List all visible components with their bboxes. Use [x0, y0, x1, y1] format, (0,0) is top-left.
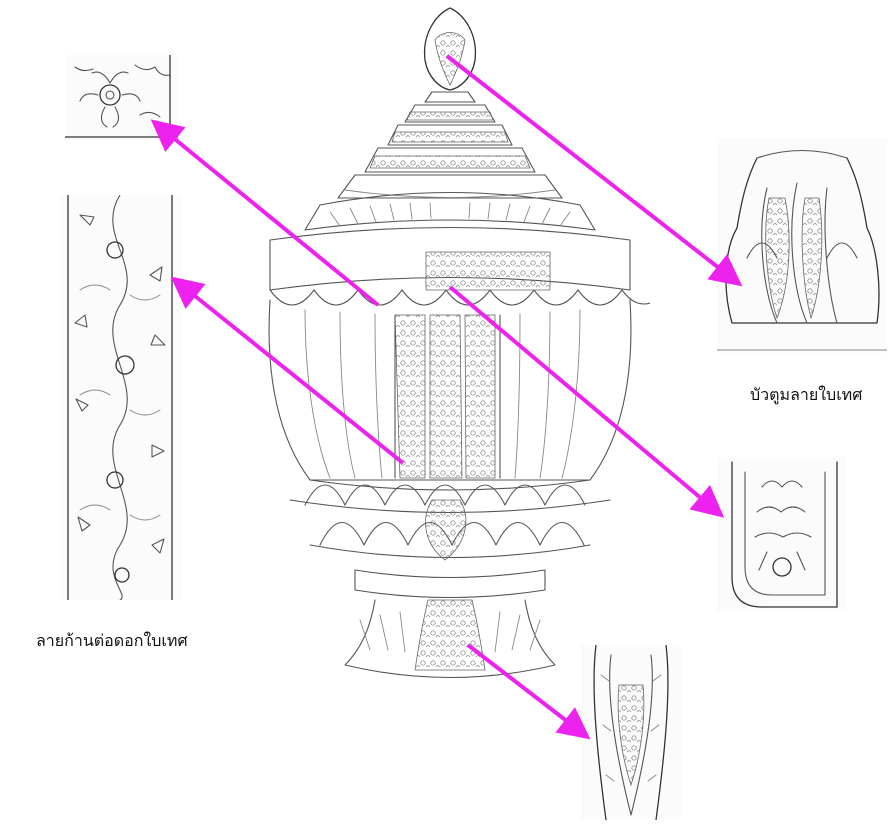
detail-foot-panel — [581, 645, 681, 820]
finial-bud — [425, 8, 476, 102]
lidded-vessel-sketch — [250, 0, 650, 730]
detail-petal-panel — [717, 457, 847, 612]
pedestal-foot — [345, 570, 555, 678]
detail-vine-strip-panel — [60, 195, 182, 600]
detail-rosette-panel — [65, 55, 178, 140]
caption-lai-kan: ลายก้านต่อดอกใบเทศ — [36, 629, 188, 654]
vessel-body — [269, 300, 631, 480]
lotus-petal-band — [290, 480, 610, 560]
shoulder-scallops — [270, 228, 650, 306]
tiered-lid — [305, 105, 595, 230]
detail-bud-panel — [717, 138, 887, 353]
caption-bua-tum: บัวตูมลายใบเทศ — [750, 383, 862, 408]
